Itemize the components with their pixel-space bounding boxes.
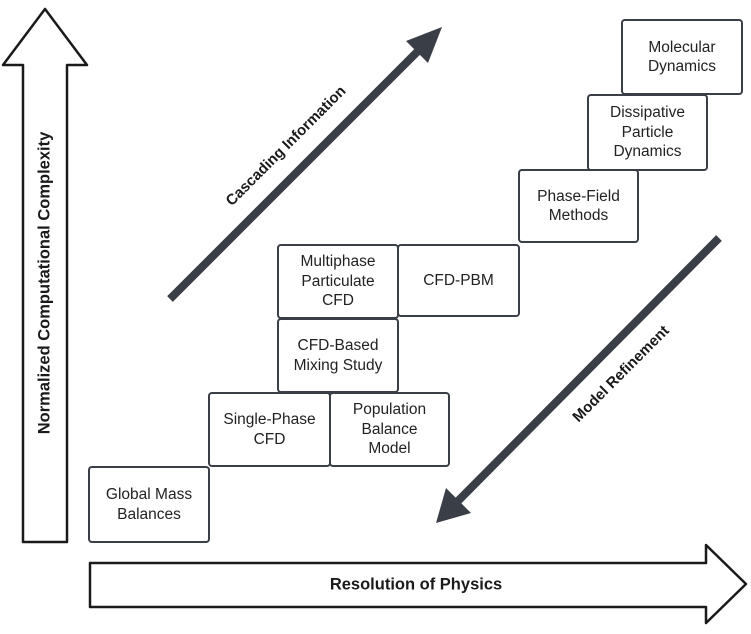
x-axis-label: Resolution of Physics [329, 575, 503, 594]
single-phase-cfd-box: Single-Phase CFD [208, 392, 331, 467]
refinement-arrow-shaft [453, 235, 722, 506]
x-axis-arrow [88, 543, 748, 625]
cascading-arrow-shaft [167, 42, 427, 302]
phase-field-methods-box: Phase-Field Methods [518, 169, 639, 243]
multiphase-particulate-cfd-box: Multiphase Particulate CFD [277, 244, 399, 319]
population-balance-model-box: Population Balance Model [329, 392, 450, 467]
cascading-arrow-head [406, 27, 442, 63]
cfd-based-mixing-study-box: CFD-Based Mixing Study [277, 318, 399, 393]
refinement-arrow-head [436, 488, 471, 523]
dissipative-particle-dynamics-box: Dissipative Particle Dynamics [587, 94, 708, 171]
y-axis-label: Normalized Computational Complexity [35, 131, 54, 435]
cfd-pbm-box: CFD-PBM [397, 244, 520, 317]
molecular-dynamics-box: Molecular Dynamics [621, 19, 743, 95]
y-axis-arrow [1, 7, 89, 544]
global-mass-balances-box: Global Mass Balances [88, 466, 210, 543]
